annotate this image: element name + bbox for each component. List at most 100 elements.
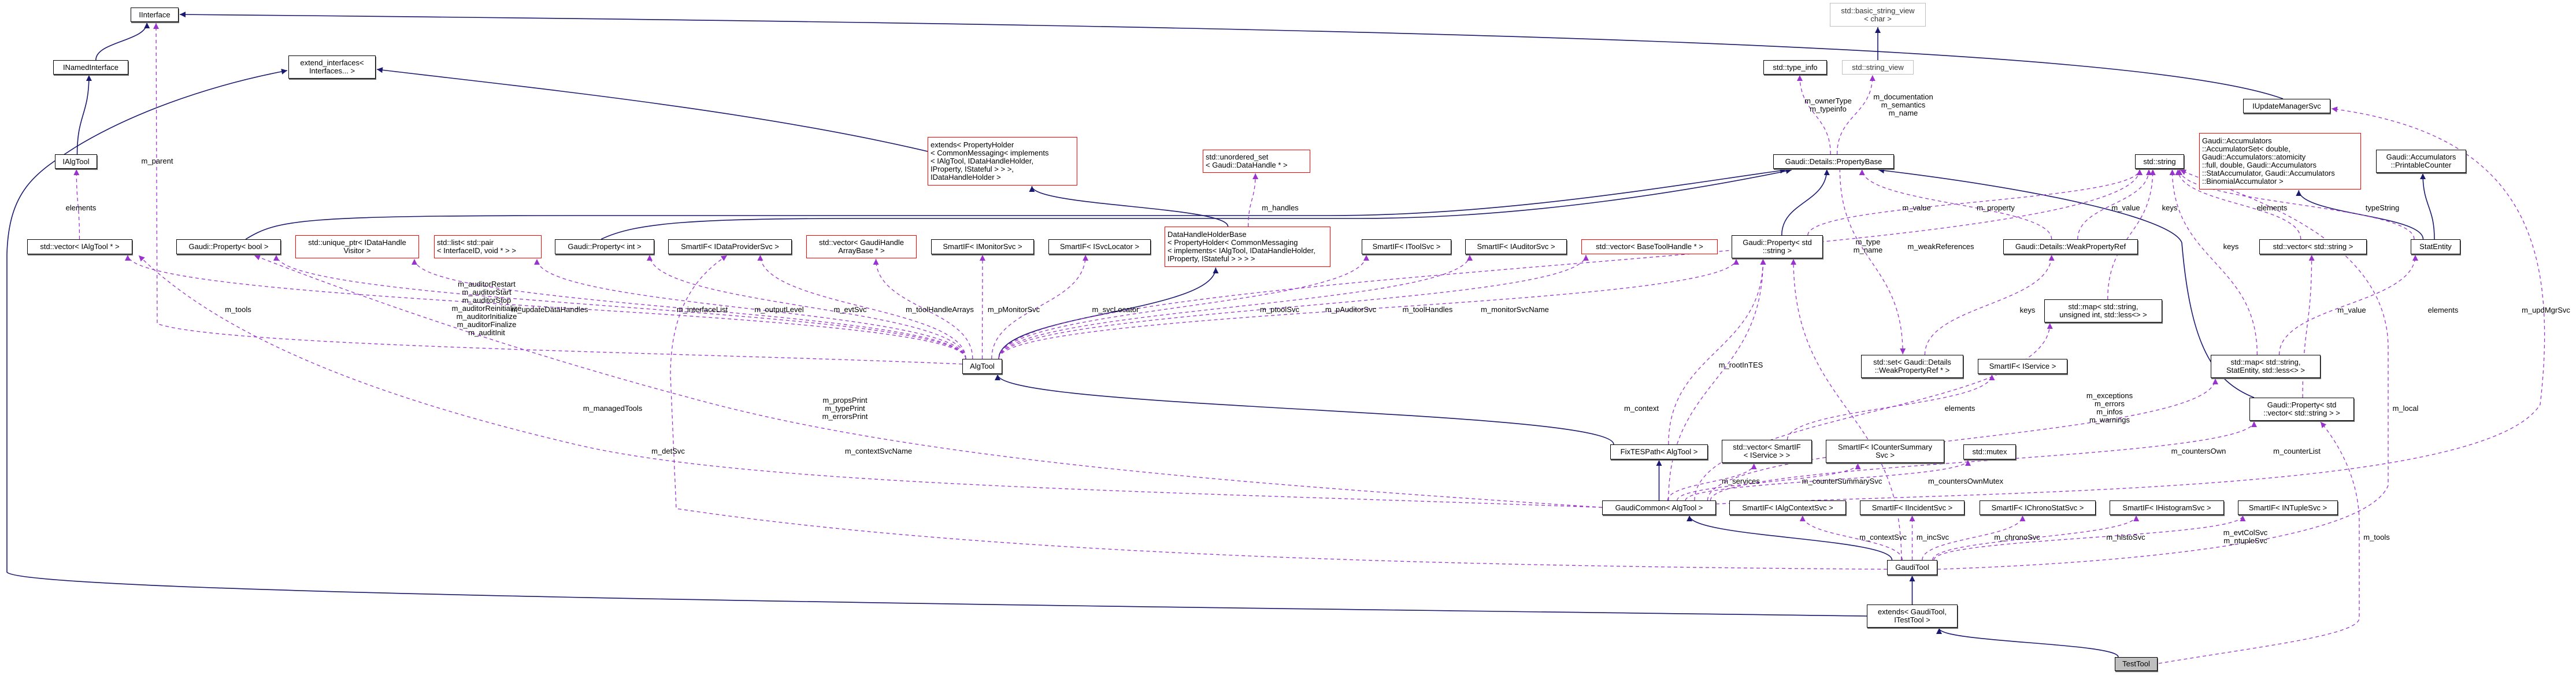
class-node-type-info[interactable]: std::type_info bbox=[1763, 60, 1827, 75]
edge-label: m_pMonitorSvc bbox=[987, 305, 1040, 314]
class-node-statentity[interactable]: StatEntity bbox=[2411, 239, 2460, 254]
class-node-vec-string[interactable]: std::vector< std::string > bbox=[2259, 239, 2367, 254]
usage-edge-weakref-to-std-string bbox=[2077, 169, 2152, 240]
class-node-string-view[interactable]: std::string_view bbox=[1842, 60, 1914, 75]
class-node-extend-if[interactable]: extend_interfaces< Interfaces... > bbox=[288, 55, 376, 79]
class-node-sif-algctx[interactable]: SmartIF< IAlgContextSvc > bbox=[1729, 500, 1846, 515]
class-node-fixtes[interactable]: FixTESPath< AlgTool > bbox=[1610, 444, 1708, 459]
usage-edge-propbase-to-string-view bbox=[1836, 75, 1876, 155]
edge-label: m_exceptions m_errors m_infos m_warnings bbox=[2086, 391, 2133, 424]
edge-label: m_type m_name bbox=[1853, 238, 1883, 254]
edge-label: m_contextSvc bbox=[1859, 533, 1907, 542]
inheritance-edge-fixtes-to-algtool bbox=[995, 374, 1614, 445]
inheritance-edge-statentity-to-printable bbox=[2420, 173, 2435, 240]
edge-label: m_contextSvcName bbox=[844, 447, 913, 455]
inheritance-edge-extends-ph-to-extend-if bbox=[376, 67, 928, 152]
class-node-sif-dataprov[interactable]: SmartIF< IDataProviderSvc > bbox=[668, 239, 792, 254]
usage-edge-algtool-to-std-string bbox=[998, 169, 2143, 359]
edge-label: m_ptoolSvc bbox=[1260, 305, 1299, 314]
edge-label: keys bbox=[2019, 306, 2036, 314]
class-node-extends-gt[interactable]: extends< GaudiTool, ITestTool > bbox=[1867, 604, 1958, 628]
usage-edge-gauditool-to-sif-chrono bbox=[1922, 515, 2026, 561]
edge-label: typeString bbox=[2365, 203, 2400, 212]
edge-label: m_countersOwn bbox=[2171, 447, 2226, 455]
usage-edge-testtool-to-prop-vecstring bbox=[2158, 421, 2360, 664]
edge-label: m_monitorSvcName bbox=[1481, 305, 1549, 314]
class-node-sif-auditor[interactable]: SmartIF< IAuditorSvc > bbox=[1465, 239, 1567, 254]
class-node-sif-incident[interactable]: SmartIF< IIncidentSvc > bbox=[1860, 500, 1965, 515]
edge-label: m_local bbox=[2392, 404, 2419, 413]
class-node-vec-basetool[interactable]: std::vector< BaseToolHandle * > bbox=[1581, 239, 1718, 254]
class-node-accumset[interactable]: Gaudi::Accumulators ::AccumulatorSet< do… bbox=[2199, 133, 2361, 190]
class-node-algtool[interactable]: AlgTool bbox=[962, 359, 1002, 374]
class-node-inamed[interactable]: INamedInterface bbox=[53, 60, 128, 75]
inheritance-edge-dhhb-to-extends-ph bbox=[1029, 186, 1229, 227]
class-node-basic-sv[interactable]: std::basic_string_view < char > bbox=[1830, 3, 1926, 27]
class-node-std-mutex[interactable]: std::mutex bbox=[1963, 444, 2016, 459]
class-node-sif-chrono[interactable]: SmartIF< IChronoStatSvc > bbox=[1980, 500, 2096, 515]
class-node-propbase[interactable]: Gaudi::Details::PropertyBase bbox=[1773, 154, 1894, 169]
class-node-vec-sifservice[interactable]: std::vector< SmartIF < IService > > bbox=[1722, 440, 1812, 463]
class-node-vec-gharray[interactable]: std::vector< GaudiHandle ArrayBase * > bbox=[806, 235, 917, 258]
class-node-dhhb[interactable]: DataHandleHolderBase < PropertyHolder< C… bbox=[1165, 227, 1330, 267]
class-node-gauditool[interactable]: GaudiTool bbox=[1887, 560, 1937, 575]
edge-label: m_value bbox=[2337, 306, 2366, 314]
class-node-prop-string[interactable]: Gaudi::Property< std ::string > bbox=[1732, 235, 1823, 258]
class-node-std-list[interactable]: std::list< std::pair < InterfaceID, void… bbox=[434, 235, 542, 258]
edge-label: m_countersOwnMutex bbox=[1928, 477, 2004, 485]
class-node-iupdmgr[interactable]: IUpdateManagerSvc bbox=[2243, 99, 2330, 113]
class-node-prop-int[interactable]: Gaudi::Property< int > bbox=[555, 239, 654, 254]
class-node-sif-ntuple[interactable]: SmartIF< INTupleSvc > bbox=[2238, 500, 2338, 515]
inheritance-edge-inamed-to-iinterface bbox=[95, 22, 150, 61]
usage-edge-gauditool-to-prop-string bbox=[1791, 258, 1902, 561]
edge-label: m_histoSvc bbox=[2106, 533, 2145, 542]
class-node-vec-ialgtool[interactable]: std::vector< IAlgTool * > bbox=[27, 239, 132, 254]
class-node-std-string[interactable]: std::string bbox=[2135, 154, 2184, 169]
class-node-printable[interactable]: Gaudi::Accumulators ::PrintableCounter bbox=[2376, 150, 2466, 173]
class-node-sif-toolsvc[interactable]: SmartIF< IToolSvc > bbox=[1362, 239, 1451, 254]
edge-label: m_outputLevel bbox=[754, 305, 804, 314]
usage-edge-gauditool-to-sif-algctx bbox=[1799, 515, 1903, 561]
edge-label: m_weakReferences bbox=[1907, 242, 1974, 251]
edge-label: m_value bbox=[1902, 203, 1931, 212]
class-node-prop-bool[interactable]: Gaudi::Property< bool > bbox=[176, 239, 281, 254]
edge-label: m_chronoSvc bbox=[1994, 533, 2040, 542]
inheritance-edge-extends-gt-to-extend-if bbox=[6, 68, 1867, 617]
class-node-sif-svcloc[interactable]: SmartIF< ISvcLocator > bbox=[1048, 239, 1151, 254]
class-node-testtool[interactable]: TestTool bbox=[2115, 657, 2158, 671]
class-node-unordered-set[interactable]: std::unordered_set < Gaudi::DataHandle *… bbox=[1203, 150, 1310, 173]
usage-edge-algtool-to-prop-int bbox=[647, 254, 966, 359]
class-node-sif-histo[interactable]: SmartIF< IHistogramSvc > bbox=[2110, 500, 2224, 515]
edge-label: m_propsPrint m_typePrint m_errorsPrint bbox=[822, 396, 868, 421]
class-node-sif-countersum[interactable]: SmartIF< ICounterSummary Svc > bbox=[1826, 440, 1944, 463]
inheritance-edge-iupdmgr-to-iinterface bbox=[179, 12, 2284, 99]
edge-label: keys bbox=[2162, 203, 2178, 212]
usage-edge-dhhb-to-unordered-set bbox=[1248, 173, 1259, 227]
class-node-iinterface[interactable]: IInterface bbox=[131, 8, 179, 22]
class-node-unique-ptr[interactable]: std::unique_ptr< IDataHandle Visitor > bbox=[295, 235, 419, 258]
usage-edge-gaudicommon-to-vec-ialgtool bbox=[138, 255, 1603, 508]
class-node-set-weak[interactable]: std::set< Gaudi::Details ::WeakPropertyR… bbox=[1861, 355, 1963, 378]
usage-edge-gaudicommon-to-map-uint bbox=[1694, 322, 2053, 501]
class-node-extends-ph[interactable]: extends< PropertyHolder < CommonMessagin… bbox=[928, 137, 1077, 186]
class-node-sif-service[interactable]: SmartIF< IService > bbox=[1978, 359, 2067, 374]
class-node-weakref[interactable]: Gaudi::Details::WeakPropertyRef bbox=[2003, 239, 2138, 254]
usage-edge-algtool-to-iinterface bbox=[153, 23, 963, 365]
edge-label: m_svcLocator bbox=[1092, 305, 1139, 314]
usage-edge-vec-string-to-std-string bbox=[2175, 169, 2301, 240]
class-node-gaudicommon[interactable]: GaudiCommon< AlgTool > bbox=[1602, 500, 1716, 515]
class-node-ialgtool[interactable]: IAlgTool bbox=[55, 154, 97, 169]
edge-label: m_toolHandles bbox=[1402, 305, 1453, 314]
edge-label: m_updateDataHandles bbox=[511, 305, 588, 314]
class-node-sif-monitor[interactable]: SmartIF< IMonitorSvc > bbox=[931, 239, 1034, 254]
class-node-map-statentity[interactable]: std::map< std::string, StatEntity, std::… bbox=[2211, 355, 2321, 378]
class-node-prop-vecstring[interactable]: Gaudi::Property< std ::vector< std::stri… bbox=[2249, 398, 2354, 421]
edge-label: m_context bbox=[1624, 404, 1659, 413]
usage-edge-algtool-to-unique-ptr bbox=[412, 258, 966, 359]
edge-label: m_interfaceList bbox=[676, 305, 728, 314]
class-node-map-uint[interactable]: std::map< std::string, unsigned int, std… bbox=[2044, 299, 2162, 322]
edge-label: m_evtSvc bbox=[833, 305, 867, 314]
edge-label: m_handles bbox=[1262, 203, 1299, 212]
inheritance-edge-testtool-to-extends-gt bbox=[1936, 628, 2119, 658]
